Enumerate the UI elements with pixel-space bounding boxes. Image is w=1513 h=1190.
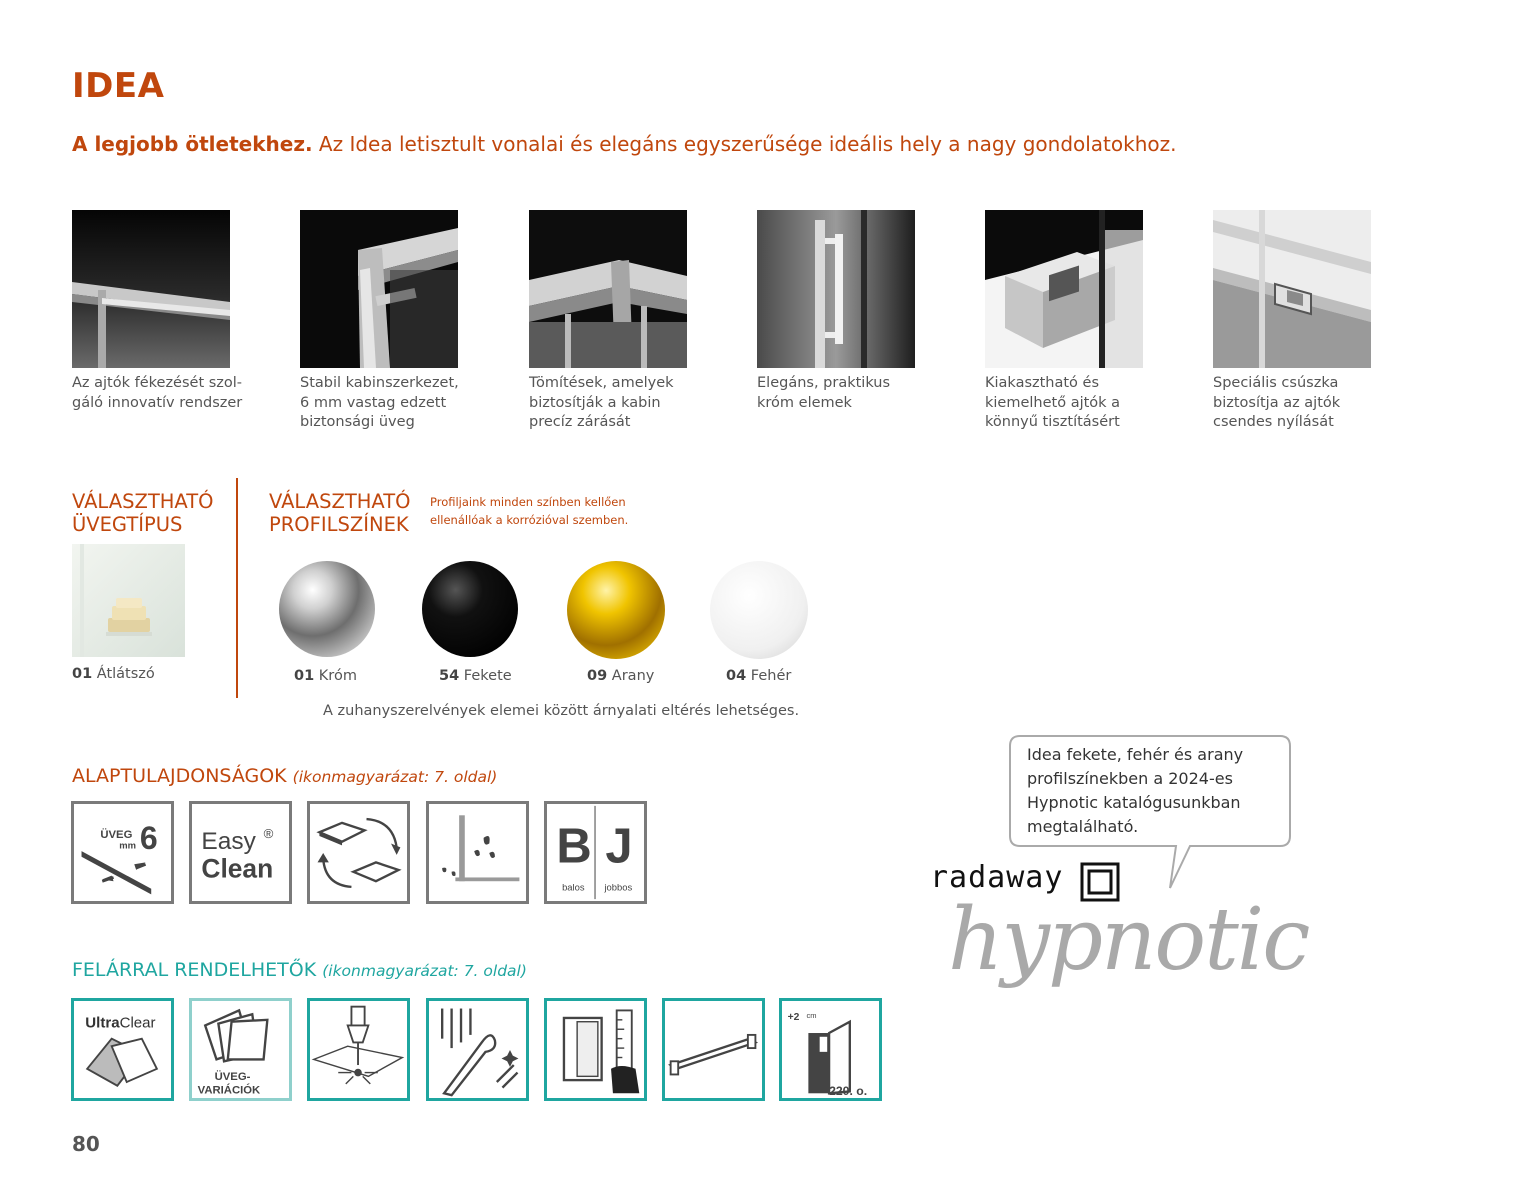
svg-text:UltraClear: UltraClear (85, 1014, 155, 1031)
subtitle-bold: A legjobb ötletekhez. (72, 132, 313, 156)
basic-heading: ALAPTULAJDONSÁGOK (ikonmagyarázat: 7. ol… (72, 765, 498, 787)
subtitle-rest: Az Idea letisztult vonalai és elegáns eg… (312, 132, 1177, 156)
profiles-note: Profiljaink minden színben kellően ellen… (430, 495, 629, 527)
feature-card: Az ajtók fékezését szol- gáló innovatív … (72, 210, 247, 413)
ultraclear-icon: UltraClear (71, 998, 174, 1101)
optional-heading: FELÁRRAL RENDELHETŐK (ikonmagyarázat: 7.… (72, 959, 527, 981)
feature-caption: Kiakasztható és kiemelhető ajtók a könny… (985, 375, 1121, 430)
left-right-icon: B J balos jobbos (544, 801, 647, 904)
towel-rail-icon (662, 998, 765, 1101)
feature-card: Stabil kabinszerkezet, 6 mm vastag edzet… (300, 210, 475, 433)
page-subtitle: A legjobb ötletekhez. Az Idea letisztult… (72, 132, 1177, 156)
feature-caption: Elegáns, praktikus króm elemek (757, 375, 891, 411)
feature-image-handle (757, 210, 915, 368)
swatch-black (421, 560, 519, 658)
swatch-label-gold: 09 Arany (587, 668, 655, 684)
glass-heading: VÁLASZTHATÓ ÜVEGTÍPUS (72, 490, 214, 536)
feature-caption: Az ajtók fékezését szol- gáló innovatív … (72, 375, 243, 411)
svg-text:Clean: Clean (201, 853, 273, 883)
glass-thickness-icon: ÜVEG mm 6 (71, 801, 174, 904)
feature-card: Speciális csúszka biztosítja az ajtók cs… (1213, 210, 1388, 433)
feature-image-slider (1213, 210, 1371, 368)
page-number: 80 (72, 1132, 100, 1156)
bubble-text: Idea fekete, fehér és arany profilszínek… (1027, 745, 1244, 836)
swatch-label-white: 04 Fehér (726, 668, 792, 684)
glass-drilling-icon (307, 998, 410, 1101)
glass-variations-icon: ÜVEG- VARIÁCIÓK (189, 998, 292, 1101)
profiles-heading: VÁLASZTHATÓ PROFILSZÍNEK (269, 490, 411, 536)
feature-image-hinge (985, 210, 1143, 368)
svg-text:jobbos: jobbos (603, 882, 632, 893)
svg-text:ÜVEG-: ÜVEG- (215, 1070, 251, 1083)
swatch-white (709, 560, 809, 660)
svg-text:B: B (556, 819, 591, 873)
svg-text:Easy: Easy (201, 828, 256, 855)
page-title: IDEA (72, 66, 165, 106)
feature-card: Tömítések, amelyek biztosítják a kabin p… (529, 210, 704, 433)
svg-text:220. o.: 220. o. (829, 1084, 867, 1098)
feature-caption: Stabil kabinszerkezet, 6 mm vastag edzet… (300, 375, 459, 430)
glass-sample-image (72, 544, 185, 657)
radaway-logo-icon (1080, 862, 1120, 902)
feature-card: Elegáns, praktikus króm elemek (757, 210, 932, 413)
profiles-disclaimer: A zuhanyszerelvények elemei között árnya… (323, 703, 800, 719)
extended-height-icon: +2 cm 220. o. (779, 998, 882, 1101)
radaway-logo-text: radaway (930, 860, 1064, 895)
svg-text:VARIÁCIÓK: VARIÁCIÓK (198, 1083, 261, 1096)
svg-text:6: 6 (140, 820, 158, 856)
speech-bubble (1009, 735, 1291, 889)
svg-text:ÜVEG: ÜVEG (100, 828, 132, 841)
feature-card: Kiakasztható és kiemelhető ajtók a könny… (985, 210, 1160, 433)
swatch-gold (566, 560, 666, 660)
section-divider (236, 478, 238, 698)
feature-caption: Tömítések, amelyek biztosítják a kabin p… (529, 375, 674, 430)
swatch-label-chrome: 01 Króm (294, 668, 357, 684)
swatch-chrome (278, 560, 376, 658)
svg-text:J: J (605, 819, 632, 873)
svg-text:®: ® (264, 826, 274, 841)
svg-text:mm: mm (119, 839, 136, 850)
glass-painting-icon (426, 998, 529, 1101)
water-splash-icon (426, 801, 529, 904)
svg-text:+2: +2 (788, 1012, 800, 1023)
reversible-door-icon (307, 801, 410, 904)
easy-clean-icon: Easy ® Clean (189, 801, 292, 904)
feature-image-brake (72, 210, 230, 368)
feature-image-seals (529, 210, 687, 368)
feature-caption: Speciális csúszka biztosítja az ajtók cs… (1213, 375, 1341, 430)
hypnotic-script: hypnotic (948, 890, 1310, 990)
feature-image-frame (300, 210, 458, 368)
svg-text:cm: cm (806, 1011, 816, 1020)
svg-text:balos: balos (562, 882, 585, 893)
glass-label: 01 Átlátszó (72, 666, 155, 682)
swatch-label-black: 54 Fekete (439, 668, 512, 684)
custom-size-icon (544, 998, 647, 1101)
